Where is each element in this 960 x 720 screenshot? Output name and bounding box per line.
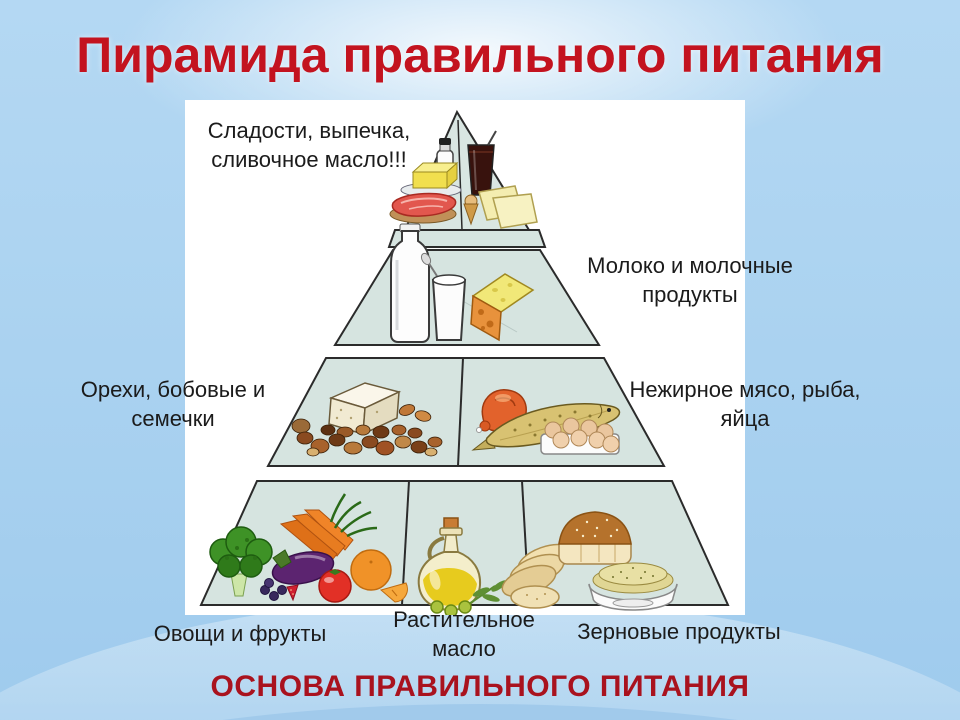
label-lean-meat-fish-eggs: Нежирное мясо, рыба, яйца bbox=[629, 377, 861, 432]
carrots-icon bbox=[279, 493, 378, 565]
page-title: Пирамида правильного питания bbox=[76, 27, 884, 83]
label-nuts-legumes-seeds: Орехи, бобовые и семечки bbox=[80, 377, 266, 432]
label-milk-dairy: Молоко и молочные продукты bbox=[587, 253, 793, 308]
milk-bottle-icon bbox=[390, 223, 430, 343]
label-sweets-pastry-butter: Сладости, выпечка, сливочное масло!!! bbox=[207, 118, 411, 173]
yogurt-cup-icon bbox=[420, 252, 467, 341]
meat-icon bbox=[389, 192, 457, 224]
eggs-tray-icon bbox=[540, 417, 620, 455]
pyramid-panel bbox=[185, 100, 745, 615]
oil-bottle-icon bbox=[417, 517, 482, 612]
butter-icon bbox=[400, 161, 462, 198]
grain-bowl-icon bbox=[588, 562, 678, 611]
tomato-icon bbox=[318, 569, 352, 603]
tofu-block-icon bbox=[328, 382, 402, 436]
pastry-slices-icon bbox=[478, 185, 538, 229]
ice-cream-cone-icon bbox=[463, 194, 479, 226]
berries-icon bbox=[260, 578, 299, 602]
label-grain-products: Зерновые продукты bbox=[577, 619, 781, 644]
orange-icon bbox=[350, 549, 408, 603]
footer-title: ОСНОВА ПРАВИЛЬНОГО ПИТАНИЯ bbox=[210, 670, 750, 703]
nuts-icon bbox=[291, 404, 443, 457]
broccoli-icon bbox=[209, 526, 273, 597]
olives-icon bbox=[430, 580, 507, 615]
label-vegetable-oil: Растительное масло bbox=[393, 607, 535, 662]
pyramid-level-2-tile bbox=[333, 249, 601, 346]
bread-loaf-icon bbox=[558, 511, 632, 565]
label-vegetables-fruits: Овощи и фрукты bbox=[153, 621, 327, 646]
eggplant-icon bbox=[271, 549, 335, 585]
food-pyramid-illustration bbox=[199, 109, 730, 615]
cheese-wedge-icon bbox=[470, 273, 535, 342]
